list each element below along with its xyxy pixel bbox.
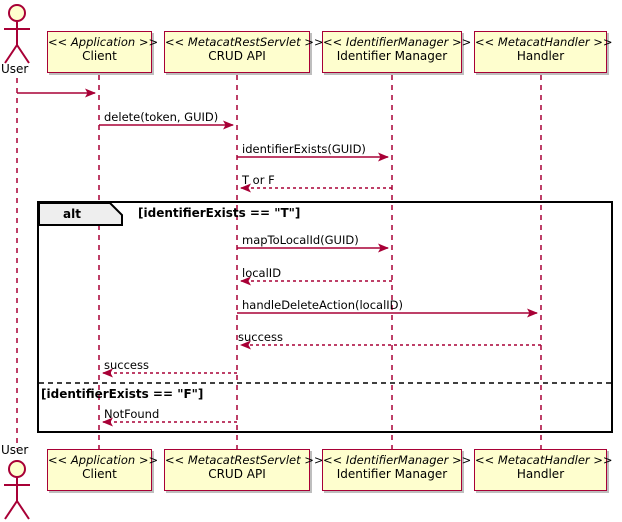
participant-crud-api-top[interactable]: << MetacatRestServlet >> CRUD API: [164, 31, 324, 73]
participant-stereotype: << IdentifierManager >>: [323, 35, 472, 49]
participant-client-top[interactable]: << Application >> Client: [47, 31, 159, 73]
message-label-success-client: success: [104, 358, 149, 372]
message-label-t-or-f: T or F: [242, 173, 275, 187]
participant-name: Client: [82, 466, 117, 481]
actor-user-top-figure: [4, 4, 30, 64]
lifelines: [16, 75, 542, 449]
message-label-map-to-local-id: mapToLocalId(GUID): [242, 233, 359, 247]
alt-operator-label: alt: [63, 207, 81, 221]
participant-stereotype: << Application >>: [48, 453, 159, 467]
alt-condition-1: [identifierExists == "T"]: [138, 206, 301, 220]
message-label-success-handler: success: [238, 330, 283, 344]
participant-name: Identifier Manager: [336, 48, 448, 63]
participant-stereotype: << MetacatRestServlet >>: [165, 453, 324, 467]
participant-name: Client: [82, 48, 117, 63]
participant-crud-api-bottom[interactable]: << MetacatRestServlet >> CRUD API: [164, 449, 324, 491]
message-label-identifier-exists: identifierExists(GUID): [242, 142, 366, 156]
actor-user-label-bottom: User: [1, 443, 29, 457]
participant-handler-bottom[interactable]: << MetacatHandler >> Handler: [474, 449, 613, 491]
alt-condition-2: [identifierExists == "F"]: [41, 387, 204, 401]
participant-handler-top[interactable]: << MetacatHandler >> Handler: [474, 31, 613, 73]
message-label-delete: delete(token, GUID): [104, 110, 219, 124]
participant-stereotype: << Application >>: [48, 35, 159, 49]
participant-identifier-manager-bottom[interactable]: << IdentifierManager >> Identifier Manag…: [322, 449, 472, 491]
participant-name: CRUD API: [208, 48, 266, 63]
message-label-not-found: NotFound: [104, 407, 160, 421]
participant-identifier-manager-top[interactable]: << IdentifierManager >> Identifier Manag…: [322, 31, 472, 73]
participant-name: CRUD API: [208, 466, 266, 481]
participant-client-bottom[interactable]: << Application >> Client: [47, 449, 159, 491]
message-label-local-id: localID: [242, 266, 282, 280]
participant-stereotype: << MetacatHandler >>: [475, 35, 613, 49]
participant-name: Identifier Manager: [336, 466, 448, 481]
participant-name: Handler: [516, 48, 565, 63]
participant-name: Handler: [516, 466, 565, 481]
message-label-handle-delete-action: handleDeleteAction(localID): [242, 298, 404, 312]
actor-user-label-top: User: [1, 62, 29, 76]
actor-user-bottom-figure: [4, 460, 30, 520]
participant-stereotype: << MetacatRestServlet >>: [165, 35, 324, 49]
participant-stereotype: << IdentifierManager >>: [323, 453, 472, 467]
participant-stereotype: << MetacatHandler >>: [475, 453, 613, 467]
alt-fragment-frame: [37, 201, 613, 433]
